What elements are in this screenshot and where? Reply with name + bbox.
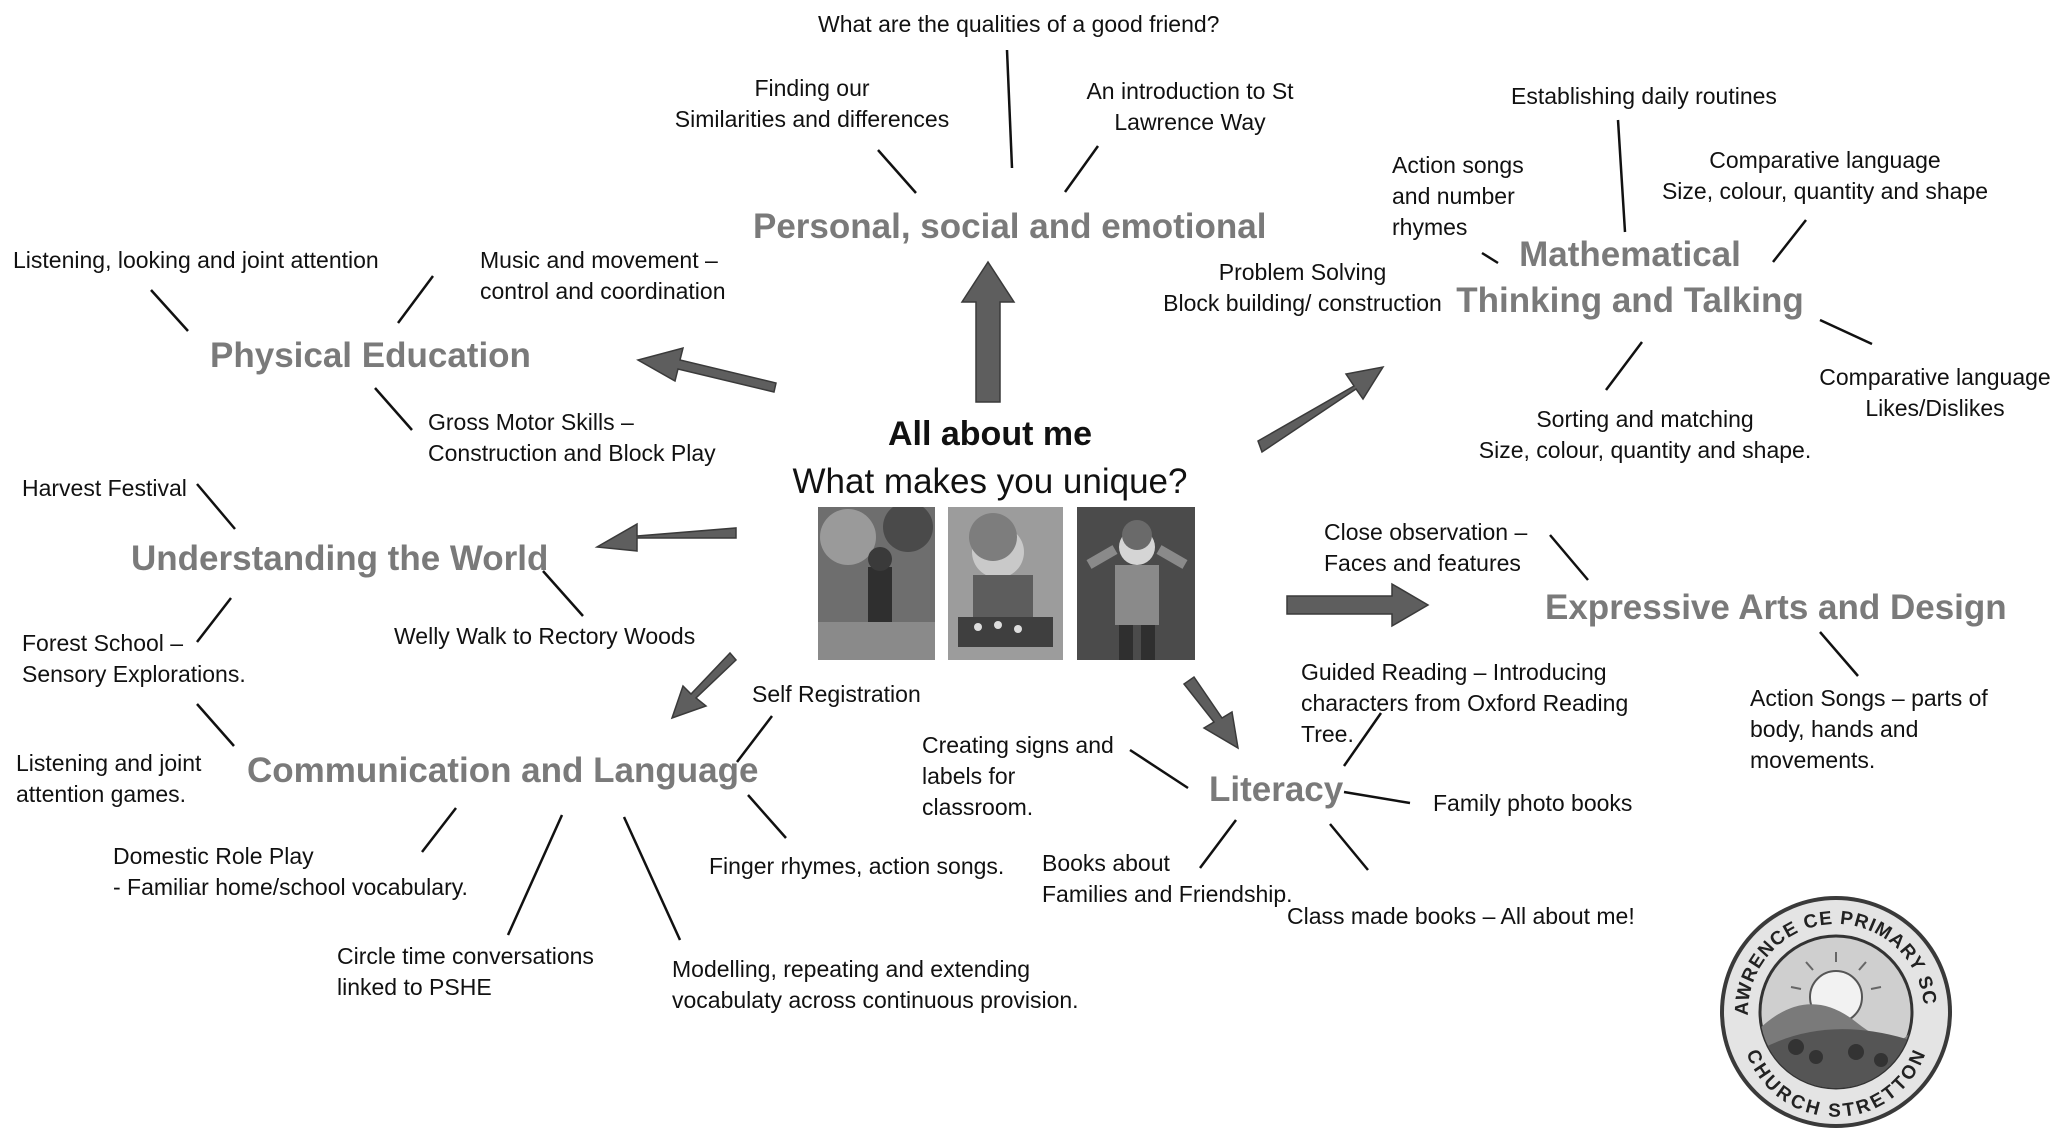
connector-lines: [150, 49, 1873, 941]
note-self-registration: Self Registration: [752, 681, 921, 707]
note-similarities: Finding our Similarities and differences: [674, 75, 950, 132]
note-close-observation: Close observation – Faces and features: [1324, 519, 1528, 576]
note-guided-reading: Guided Reading – Introducing characters …: [1301, 659, 1629, 747]
note-action-songs-body: Action Songs – parts of body, hands and …: [1750, 685, 1988, 773]
connector-line: [506, 814, 564, 936]
arrow-to-mathematical: [1257, 365, 1385, 454]
connector-line: [877, 149, 917, 194]
note-domestic-role-play: Domestic Role Play - Familiar home/schoo…: [113, 843, 468, 900]
connector-line: [1819, 631, 1859, 677]
arrow-to-physical-education: [636, 346, 777, 393]
connector-line: [1343, 790, 1411, 805]
connector-line: [1549, 534, 1589, 581]
topic-understanding-the-world: Understanding the World: [131, 539, 549, 578]
connector-line: [1129, 748, 1189, 790]
topic-personal-social-emotional: Personal, social and emotional: [753, 207, 1267, 246]
note-gross-motor: Gross Motor Skills – Construction and Bl…: [428, 409, 716, 466]
connector-line: [150, 289, 189, 332]
center-subtitle: What makes you unique?: [792, 462, 1188, 501]
center-title: All about me: [887, 415, 1093, 453]
connector-line: [374, 387, 413, 431]
topic-arrows: [594, 260, 1430, 750]
connector-line: [1819, 318, 1873, 346]
note-modelling: Modelling, repeating and extending vocab…: [672, 956, 1079, 1013]
arrow-to-understanding-world: [594, 522, 737, 552]
note-listening-games: Listening and joint attention games.: [16, 750, 202, 807]
school-logo: ST. LAWRENCE CE PRIMARY SCHOOL CHURCH ST…: [1716, 892, 1952, 1128]
note-action-songs-number: Action songs and number rhymes: [1392, 152, 1524, 240]
connector-line: [1772, 219, 1807, 263]
note-st-lawrence-way: An introduction to St Lawrence Way: [1086, 78, 1294, 135]
connector-line: [1481, 251, 1499, 265]
connector-line: [421, 807, 457, 853]
note-comparative-size: Comparative language Size, colour, quant…: [1661, 147, 1989, 204]
connector-line: [196, 703, 235, 747]
connector-line: [1199, 819, 1237, 869]
arrow-to-personal-social: [960, 260, 1016, 403]
connector-line: [1616, 119, 1627, 233]
connector-line: [1329, 823, 1369, 871]
note-signs-labels: Creating signs and labels for classroom.: [922, 732, 1114, 820]
note-good-friend: What are the qualities of a good friend?: [818, 11, 1220, 37]
topic-communication-language: Communication and Language: [247, 751, 759, 790]
note-circle-time: Circle time conversations linked to PSHE: [337, 943, 594, 1000]
photo-blocks-image: [948, 507, 1063, 660]
connector-line: [1063, 145, 1100, 193]
child-photo-1: [818, 502, 935, 660]
note-listening-looking: Listening, looking and joint attention: [13, 247, 379, 273]
connector-line: [196, 597, 232, 643]
note-music-movement: Music and movement – control and coordin…: [480, 247, 726, 304]
arrow-to-communication: [670, 651, 738, 720]
connector-line: [196, 483, 236, 530]
arrow-to-literacy: [1182, 675, 1240, 750]
connector-line: [747, 794, 787, 839]
arrow-to-expressive-arts: [1286, 582, 1430, 628]
connector-line: [542, 570, 584, 617]
note-class-made-books: Class made books – All about me!: [1287, 903, 1635, 929]
connector-line: [1342, 712, 1383, 767]
note-problem-solving: Problem Solving Block building/ construc…: [1163, 259, 1442, 316]
note-welly-walk: Welly Walk to Rectory Woods: [394, 623, 696, 649]
connector-line: [622, 816, 682, 941]
note-finger-rhymes: Finger rhymes, action songs.: [709, 853, 1005, 879]
note-forest-school: Forest School – Sensory Explorations.: [22, 630, 246, 687]
child-photo-2: [948, 507, 1063, 660]
topic-literacy: Literacy: [1209, 770, 1344, 809]
note-books-families: Books about Families and Friendship.: [1042, 850, 1293, 907]
note-comparative-likes: Comparative language Likes/Dislikes: [1819, 364, 2051, 421]
photo-forest-image: [818, 502, 935, 660]
connector-line: [396, 275, 435, 324]
child-photo-3: [1077, 507, 1195, 660]
topic-expressive-arts-design: Expressive Arts and Design: [1545, 588, 2007, 627]
note-daily-routines: Establishing daily routines: [1511, 83, 1777, 109]
topic-physical-education: Physical Education: [210, 336, 531, 375]
connector-line: [1005, 49, 1014, 169]
note-family-photo-books: Family photo books: [1433, 790, 1633, 816]
note-sorting: Sorting and matching Size, colour, quant…: [1478, 406, 1812, 463]
topic-mathematical-thinking: Mathematical Thinking and Talking: [1456, 235, 1804, 320]
connector-line: [736, 715, 773, 763]
photo-child-image: [1077, 507, 1195, 660]
connector-line: [1605, 341, 1643, 391]
logo-landscape: [1760, 952, 1912, 1088]
note-harvest-festival: Harvest Festival: [22, 475, 187, 501]
